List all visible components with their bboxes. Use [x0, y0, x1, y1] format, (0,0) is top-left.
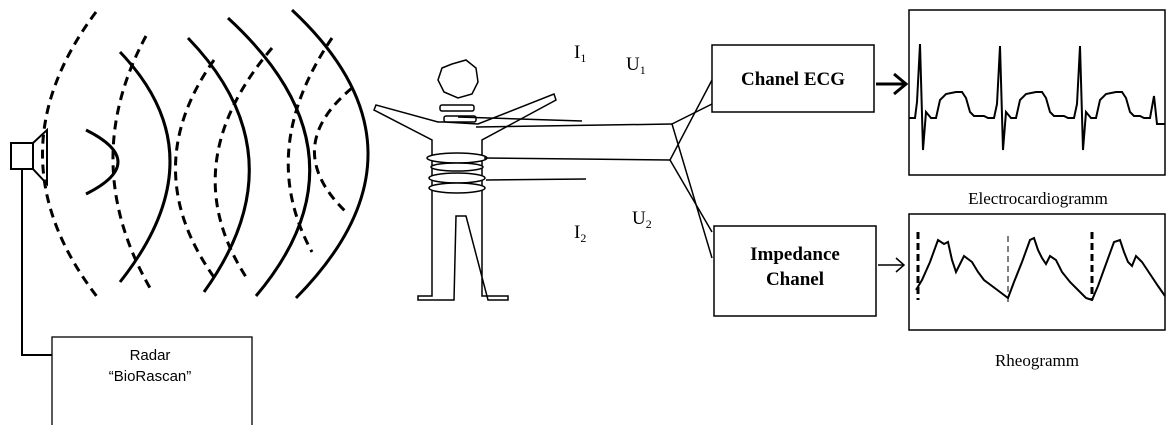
- lead-i1: [457, 116, 583, 122]
- wave-solid-1: [85, 128, 120, 196]
- output-arrows: [876, 72, 909, 273]
- wave-solid-5: [290, 8, 370, 300]
- label-u1: U1: [626, 54, 646, 77]
- wire-u2-to-imp: [669, 159, 713, 233]
- dashed-waves: [41, 11, 353, 299]
- impedance-channel-box: Impedance Chanel: [713, 225, 877, 317]
- wire-u2-to-ecg: [669, 79, 713, 161]
- rheo-arrow: [878, 257, 906, 273]
- radar-box: Radar “BioRascan”: [51, 336, 253, 425]
- rheogram-plot: Rheogramm: [908, 213, 1166, 370]
- wave-solid-3: [186, 36, 251, 293]
- radar-name: “BioRascan”: [109, 368, 192, 385]
- label-i1: I1: [574, 42, 586, 65]
- wave-dashed-1: [41, 11, 100, 299]
- ecg-plot: Electrocardiogramm: [908, 9, 1166, 208]
- ecg-arrow: [876, 72, 909, 96]
- ecg-trace: [909, 43, 1165, 151]
- ecg-channel-box: Chanel ECG: [711, 44, 875, 113]
- wire-u1-to-imp: [671, 123, 713, 259]
- lead-u1: [475, 123, 673, 128]
- wave-dashed-3: [174, 59, 218, 281]
- label-i2: I2: [574, 222, 586, 245]
- wave-dashed-4: [213, 47, 274, 281]
- signal-labels: I1 U1 I2 U2: [574, 42, 652, 245]
- human-figure-icon: [373, 59, 557, 301]
- ecg-output-label: Electrocardiogramm: [968, 189, 1108, 208]
- rheogram-trace: [915, 236, 1166, 302]
- electrode-leads: [457, 116, 673, 181]
- impedance-channel-label-2: Chanel: [766, 269, 824, 290]
- wave-solid-4: [226, 16, 312, 297]
- radar-feed-line: [21, 169, 52, 356]
- wave-solid-2: [118, 50, 172, 283]
- wave-dashed-5: [286, 37, 334, 253]
- wave-dashed-6: [312, 86, 353, 214]
- radar-waves: [41, 8, 370, 300]
- wave-dashed-2: [111, 35, 152, 289]
- lead-u2: [483, 157, 671, 161]
- lead-i2: [485, 178, 587, 181]
- channel-wires: [669, 79, 713, 259]
- radar-title: Radar: [130, 347, 171, 364]
- impedance-channel-label-1: Impedance: [750, 244, 840, 265]
- label-u2: U2: [632, 208, 652, 231]
- ecg-channel-label: Chanel ECG: [741, 69, 845, 90]
- rheo-output-label: Rheogramm: [995, 351, 1079, 370]
- wire-u1-to-ecg: [671, 103, 713, 125]
